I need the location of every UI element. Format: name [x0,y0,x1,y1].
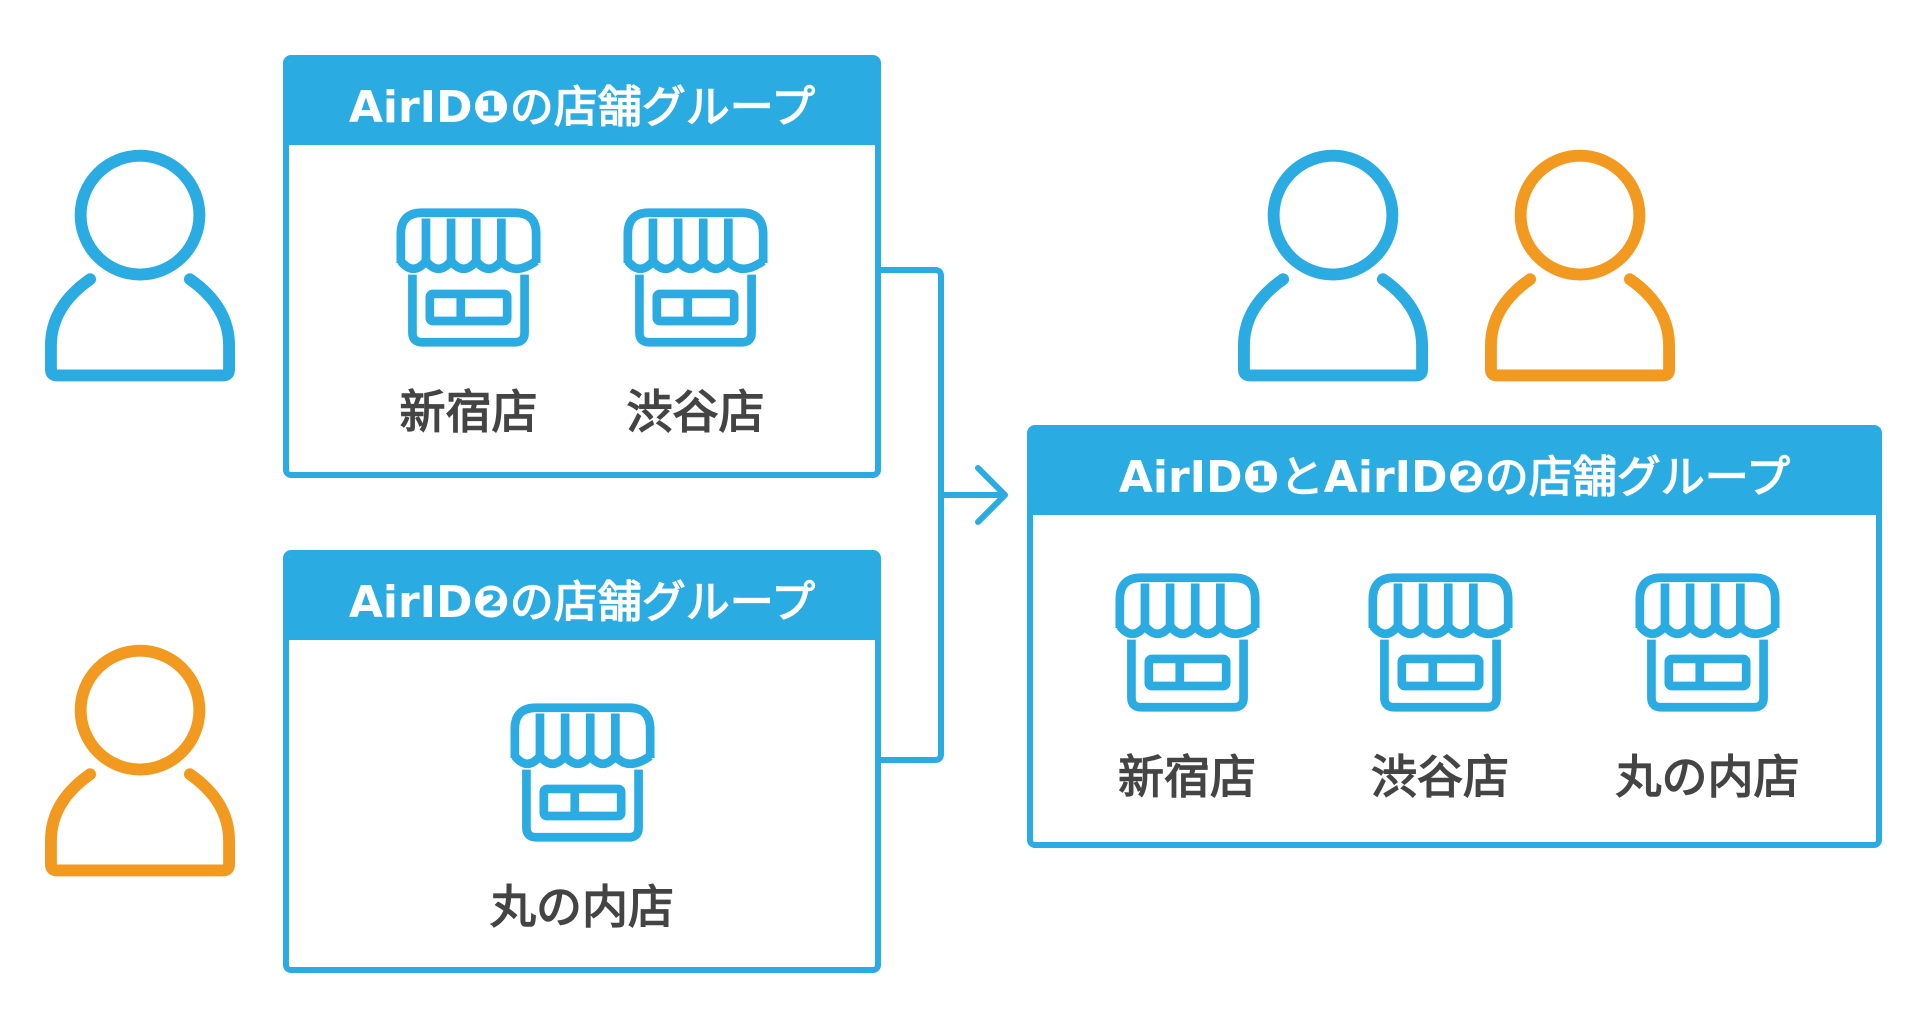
merge-bracket [881,267,944,763]
store-shibuya: 渋谷店 [618,205,773,442]
group1-stores: 新宿店 渋谷店 [289,145,875,442]
store-marunouchi: 丸の内店 [490,700,674,937]
store-label: 渋谷店 [626,385,765,439]
group1-panel: AirID❶の店舗グループ 新宿店 渋谷店 [283,55,881,478]
group2-panel: AirID❷の店舗グループ 丸の内店 [283,550,881,973]
store-shinjuku: 新宿店 [391,205,546,442]
arrow-right-icon [975,465,1008,525]
group2-stores: 丸の内店 [289,640,875,937]
combined-panel: AirID❶とAirID❷の店舗グループ 新宿店 渋谷店 丸の内店 [1027,425,1882,848]
group2-title: AirID❷の店舗グループ [289,556,875,640]
combined-stores: 新宿店 渋谷店 丸の内店 [1033,515,1876,807]
store-label: 新宿店 [1118,750,1256,804]
store-label: 丸の内店 [1615,750,1800,804]
combined-title: AirID❶とAirID❷の店舗グループ [1033,431,1876,515]
group1-title: AirID❶の店舗グループ [289,61,875,145]
store-shibuya: 渋谷店 [1363,570,1518,807]
store-label: 丸の内店 [490,880,674,934]
store-marunouchi: 丸の内店 [1616,570,1800,807]
store-shinjuku: 新宿店 [1110,570,1265,807]
store-label: 渋谷店 [1371,750,1509,804]
store-label: 新宿店 [399,385,538,439]
